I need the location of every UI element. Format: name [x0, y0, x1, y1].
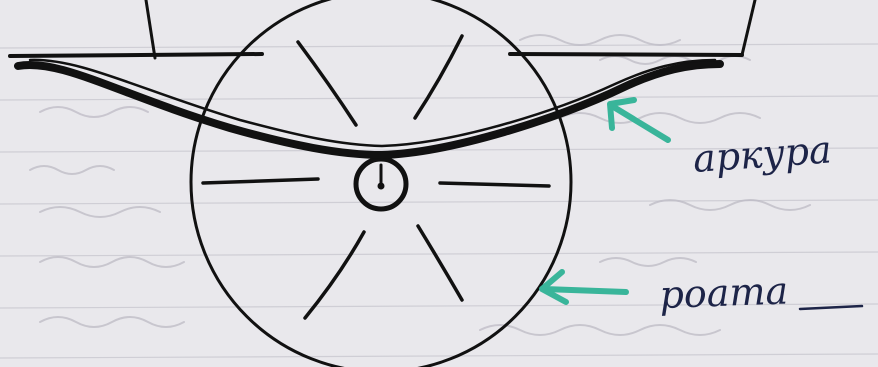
cart-floor-left — [10, 54, 262, 56]
cart-floor-right — [510, 54, 742, 55]
wheel-label: роата — [659, 269, 789, 317]
wheel-axle-dot — [378, 183, 385, 190]
